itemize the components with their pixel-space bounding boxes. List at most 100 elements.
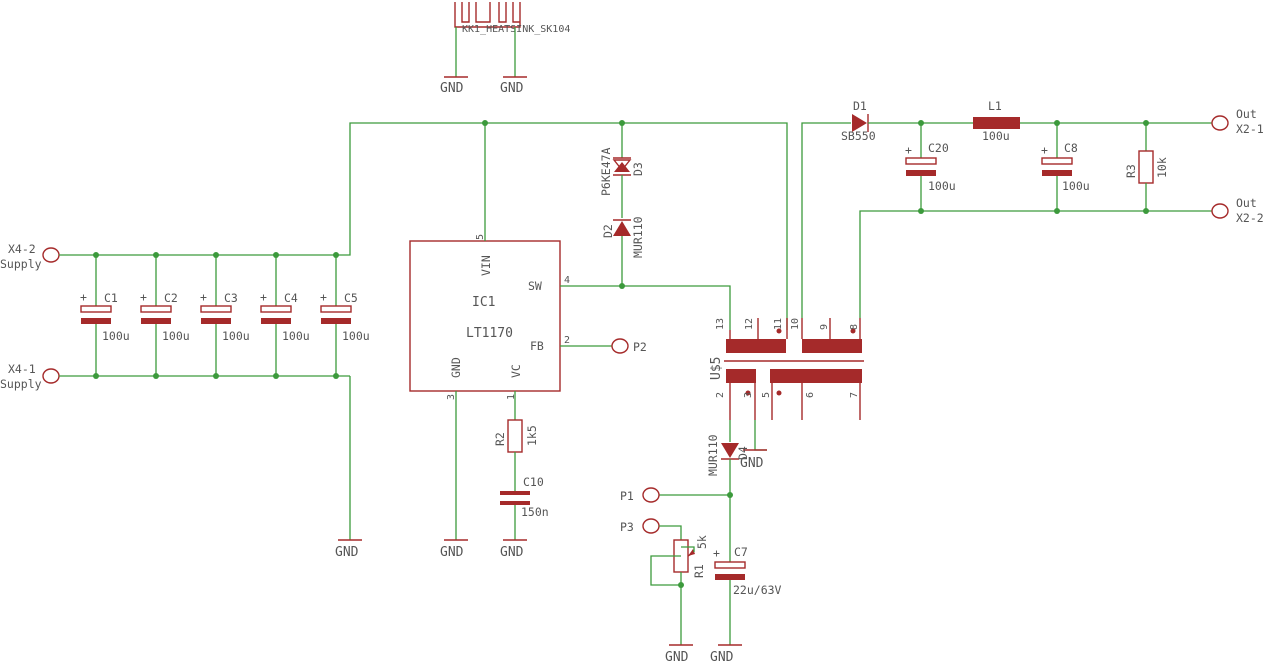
resistor-value: 10k [1155, 157, 1169, 178]
capacitor-name: C7 [734, 545, 748, 559]
pin-number: 6 [805, 392, 816, 398]
pin-number: 12 [744, 318, 755, 330]
capacitor-c4[interactable]: + C4 100u [260, 255, 310, 376]
diode-value: SB550 [841, 129, 876, 143]
svg-text:+: + [80, 290, 87, 304]
p2-label: P2 [633, 340, 647, 354]
capacitor-c1[interactable]: + C1 100u [80, 255, 130, 376]
out-label: Out [1236, 107, 1257, 121]
zener-diode-d3[interactable] [612, 157, 632, 176]
diode-value: P6KE47A [599, 147, 613, 196]
heatsink-symbol: KK1_HEATSINK_SK104 GND GND [440, 2, 570, 96]
resistor-value: 5k [695, 535, 709, 549]
diode-name: D4 [736, 446, 750, 460]
p1-label: P1 [620, 489, 634, 503]
svg-text:+: + [713, 546, 720, 560]
pin-number: 2 [564, 335, 570, 346]
gnd-label: GND [665, 650, 689, 665]
capacitor-c7[interactable]: + [713, 546, 746, 580]
pin-number: 1 [506, 394, 517, 400]
ic-pin-vin: VIN [479, 255, 493, 276]
transformer-name: U$5 [709, 357, 724, 380]
aux-winding-circuit: GND MUR110 D4 P1 + C7 22u/63V GND P3 [620, 420, 782, 665]
input-capacitor-bank: + C1 100u + C2 100u + C3 100u [80, 252, 370, 379]
capacitor-value: 22u/63V [733, 583, 782, 597]
capacitor-value: 100u [1062, 179, 1090, 193]
test-point-p1[interactable] [642, 487, 660, 503]
capacitor-c8[interactable]: + [1041, 143, 1073, 176]
diode-name: D1 [853, 99, 867, 113]
svg-text:+: + [320, 290, 327, 304]
pin-number: 10 [790, 318, 801, 330]
ic-pin-vc: VC [509, 364, 523, 378]
pin-number: 3 [743, 392, 754, 398]
capacitor-name: C20 [928, 141, 949, 155]
connector-x4-2[interactable] [42, 247, 60, 263]
pin-number: 4 [564, 275, 570, 286]
resistor-value: 1k5 [525, 425, 539, 446]
svg-text:+: + [1041, 143, 1048, 157]
pin-number: 2 [715, 392, 726, 398]
pin-number: 3 [446, 394, 457, 400]
ic-pin-sw: SW [528, 279, 542, 293]
svg-text:+: + [200, 290, 207, 304]
capacitor-value: 100u [928, 179, 956, 193]
gnd-label: GND [500, 545, 524, 560]
capacitor-value: 100u [282, 329, 310, 343]
gnd-label: GND [500, 81, 524, 96]
capacitor-name: C4 [284, 291, 298, 305]
gnd-label: GND [335, 545, 359, 560]
pin-number: 5 [761, 392, 772, 398]
ic-pin-fb: FB [530, 339, 544, 353]
resistor-r3[interactable] [1138, 150, 1154, 184]
test-point-p2[interactable] [611, 338, 629, 354]
capacitor-c3[interactable]: + C3 100u [200, 255, 250, 376]
resistor-name: R2 [493, 432, 507, 446]
diode-value: MUR110 [631, 216, 645, 258]
capacitor-value: 100u [222, 329, 250, 343]
pin-number: 7 [849, 392, 860, 398]
output-stage: D1 SB550 L1 100u Out X2-1 + C20 100u + C… [801, 99, 1263, 318]
capacitor-c10[interactable] [500, 491, 530, 505]
capacitor-name: C1 [104, 291, 118, 305]
snubber-clamp: P6KE47A D3 D2 MUR110 [599, 120, 645, 289]
diode-d2[interactable] [613, 219, 631, 236]
ic1-lt1170[interactable]: IC1 LT1170 SW FB VIN GND VC 5 4 2 3 1 [409, 234, 570, 400]
p3-label: P3 [620, 520, 634, 534]
ic-name: IC1 [472, 295, 495, 310]
x4-1-label: X4-1 [8, 362, 36, 376]
transformer-u5[interactable]: 13 12 11 10 9 8 2 3 5 6 7 U$5 [709, 318, 864, 420]
test-point-p3[interactable] [642, 518, 660, 534]
diode-value: MUR110 [706, 434, 720, 476]
capacitor-value: 100u [342, 329, 370, 343]
gnd-label: GND [740, 456, 764, 471]
pin-number: 11 [773, 318, 784, 330]
x4-2-label: X4-2 [8, 242, 36, 256]
pin-number: 8 [849, 324, 860, 330]
inductor-name: L1 [988, 99, 1002, 113]
supply-input: X4-2 Supply X4-1 Supply GND [0, 122, 788, 560]
diode-name: D3 [631, 162, 645, 176]
capacitor-c2[interactable]: + C2 100u [140, 255, 190, 376]
capacitor-name: C5 [344, 291, 358, 305]
resistor-r2[interactable] [507, 419, 523, 453]
capacitor-name: C10 [523, 475, 544, 489]
ic-pin-gnd: GND [449, 357, 463, 378]
capacitor-value: 100u [162, 329, 190, 343]
connector-x2-1[interactable] [1211, 115, 1229, 131]
ic-value: LT1170 [466, 326, 513, 341]
svg-text:+: + [260, 290, 267, 304]
supply-label: Supply [0, 257, 42, 271]
capacitor-value: 100u [102, 329, 130, 343]
capacitor-c20[interactable]: + [905, 143, 937, 176]
x2-1-label: X2-1 [1236, 122, 1263, 136]
gnd-label: GND [710, 650, 734, 665]
supply-label: Supply [0, 377, 42, 391]
capacitor-name: C2 [164, 291, 178, 305]
gnd-label: GND [440, 545, 464, 560]
connector-x2-2[interactable] [1211, 203, 1229, 219]
capacitor-c5[interactable]: + C5 100u [320, 255, 370, 376]
inductor-l1[interactable] [973, 117, 1020, 129]
resistor-name: R3 [1124, 164, 1138, 178]
connector-x4-1[interactable] [42, 368, 60, 384]
